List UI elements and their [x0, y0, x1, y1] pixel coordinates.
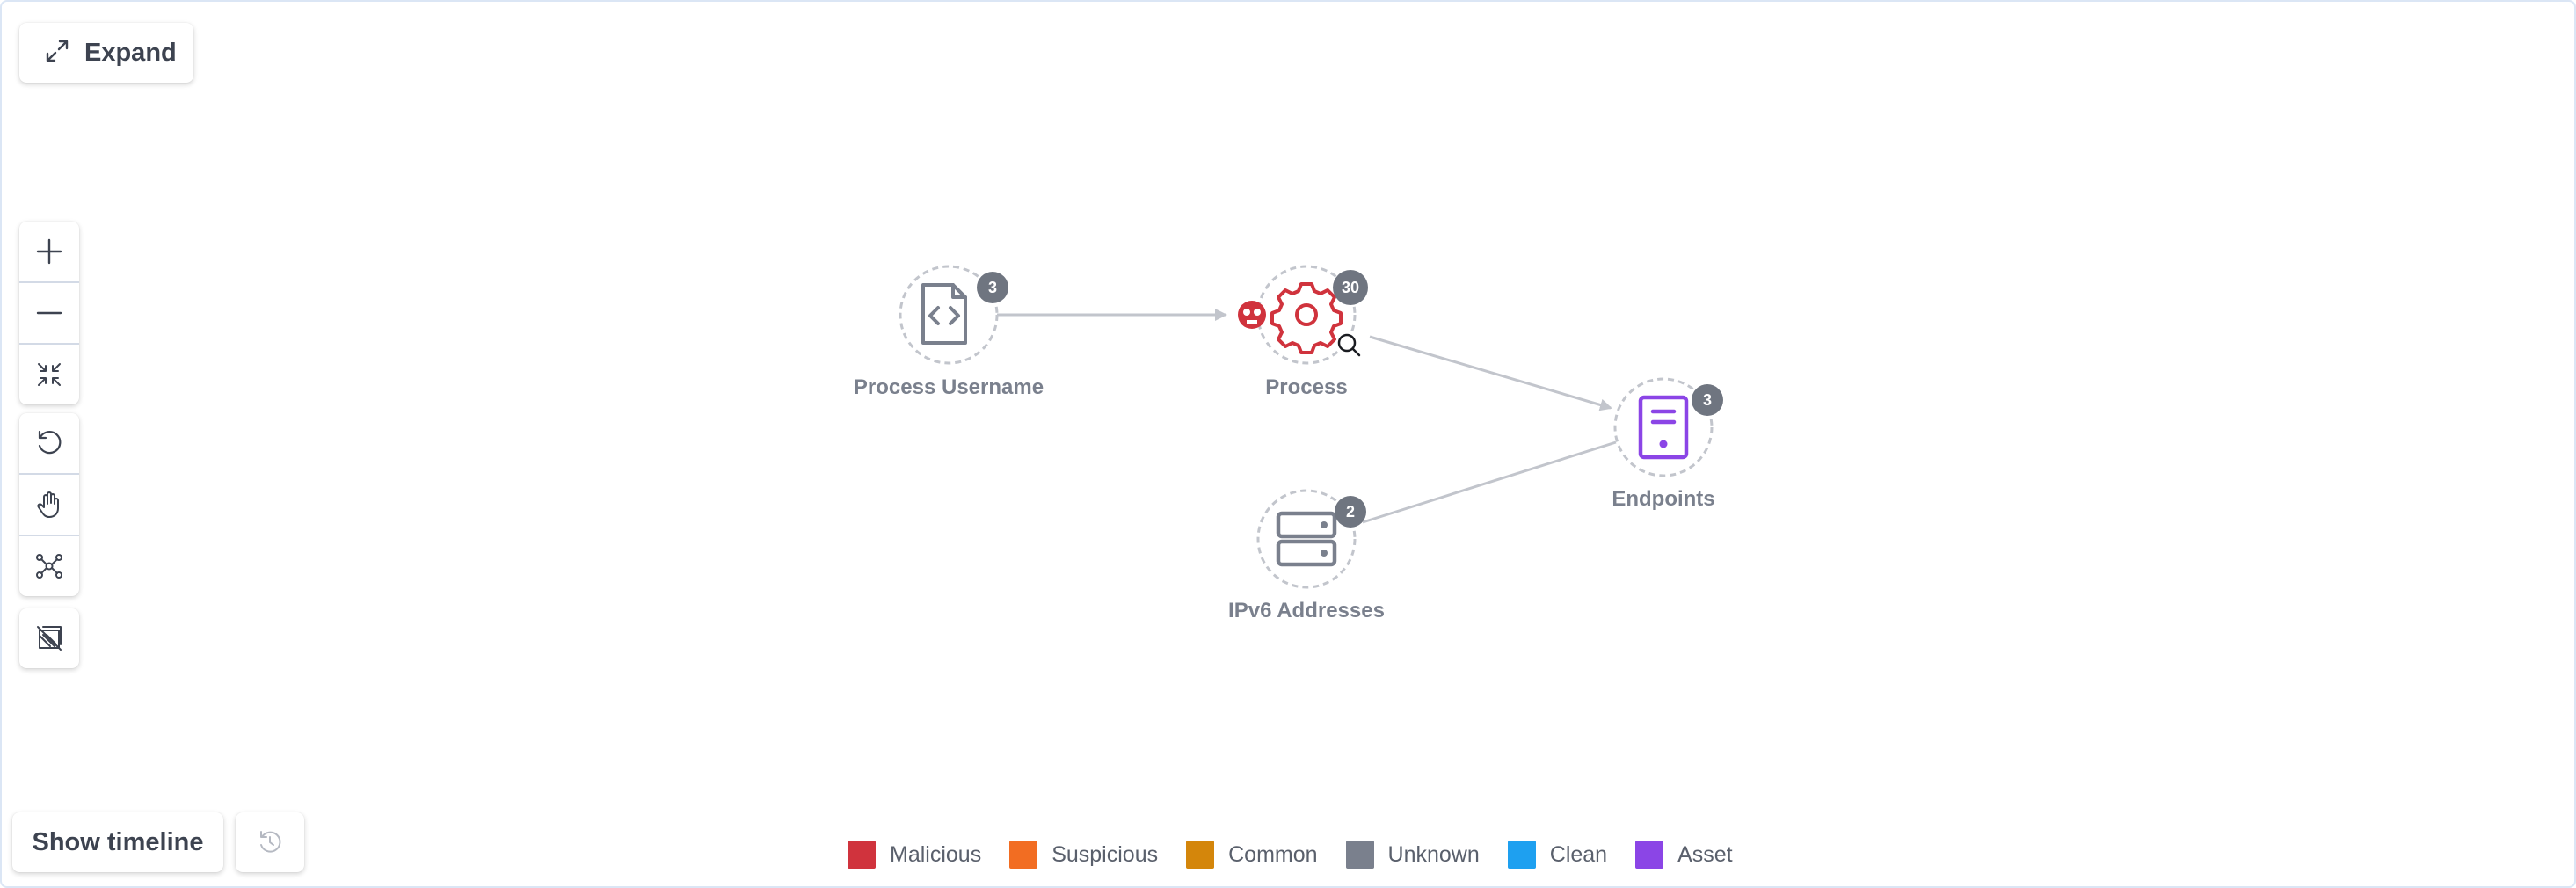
magnifier-icon[interactable]	[1337, 333, 1361, 357]
history-icon	[260, 831, 281, 853]
legend-label: Asset	[1677, 841, 1733, 867]
legend-item-malicious: Malicious	[848, 841, 981, 869]
undo-icon	[38, 430, 62, 455]
legend-label: Suspicious	[1052, 841, 1159, 867]
edge-ipv6-addresses-to-endpoints	[1362, 440, 1617, 524]
expand-button[interactable]: Expand	[19, 23, 193, 83]
legend-swatch	[1186, 841, 1215, 869]
history-button[interactable]	[236, 812, 304, 872]
minimap-off-icon	[37, 626, 62, 651]
show-timeline-button[interactable]: Show timeline	[12, 812, 223, 872]
node-ipv6-addresses[interactable]: 2 IPv6 Addresses	[1228, 489, 1385, 622]
legend-label: Common	[1228, 841, 1318, 867]
zoom-in-button[interactable]	[19, 222, 79, 281]
node-label: Process Username	[854, 375, 1044, 399]
graph-nodes-icon	[36, 554, 62, 579]
pan-button[interactable]	[19, 473, 79, 535]
legend-item-suspicious: Suspicious	[1009, 841, 1158, 869]
server-led	[1659, 440, 1668, 448]
rack-led	[1321, 521, 1328, 528]
legend-swatch	[1507, 841, 1536, 869]
server-tower-icon	[1638, 395, 1689, 460]
edge-process-to-endpoints	[1369, 335, 1612, 411]
legend-item-clean: Clean	[1507, 841, 1608, 869]
plus-icon	[36, 238, 62, 265]
node-label: Process	[1265, 375, 1347, 399]
minimap-toggle-button[interactable]	[19, 608, 79, 668]
expand-icon	[44, 38, 70, 69]
count-badge-text: 3	[988, 279, 997, 296]
skull-icon	[1238, 301, 1266, 329]
code-file-icon	[921, 283, 967, 345]
gear-icon	[1270, 282, 1343, 354]
legend-swatch	[1635, 841, 1664, 869]
count-badge-text: 30	[1342, 279, 1359, 296]
count-badge-text: 3	[1703, 391, 1712, 409]
legend-swatch	[848, 841, 876, 869]
legend-swatch	[1345, 841, 1374, 869]
rack-led	[1321, 550, 1328, 557]
legend-label: Unknown	[1387, 841, 1480, 867]
hand-icon	[37, 491, 59, 518]
legend-item-asset: Asset	[1635, 841, 1733, 869]
count-badge	[1692, 384, 1723, 416]
count-badge-text: 2	[1346, 503, 1355, 520]
legend: Malicious Suspicious Common Unknown Clea…	[848, 841, 1761, 869]
zoom-controls	[19, 222, 79, 404]
server-rack-icon	[1276, 511, 1337, 567]
node-process[interactable]: 30 Process	[1238, 265, 1368, 399]
minus-icon	[36, 311, 62, 315]
fit-to-screen-button[interactable]	[19, 343, 79, 404]
count-badge	[1333, 270, 1368, 305]
legend-label: Malicious	[890, 841, 982, 867]
reset-button[interactable]	[19, 413, 79, 473]
legend-label: Clean	[1549, 841, 1608, 867]
layout-button[interactable]	[19, 535, 79, 596]
node-label: IPv6 Addresses	[1228, 599, 1385, 622]
minimap-controls	[19, 608, 79, 668]
node-label: Endpoints	[1612, 487, 1714, 511]
interaction-controls	[19, 413, 79, 596]
node-process-username[interactable]: 3 Process Username	[854, 265, 1044, 399]
legend-swatch	[1009, 841, 1038, 869]
node-endpoints[interactable]: 3 Endpoints	[1612, 377, 1723, 511]
expand-label: Expand	[84, 38, 177, 67]
legend-item-unknown: Unknown	[1345, 841, 1480, 869]
legend-item-common: Common	[1186, 841, 1318, 869]
zoom-out-button[interactable]	[19, 281, 79, 343]
count-badge	[977, 272, 1008, 303]
show-timeline-label: Show timeline	[32, 827, 204, 856]
collapse-arrows-icon	[38, 363, 61, 386]
count-badge	[1335, 496, 1366, 528]
